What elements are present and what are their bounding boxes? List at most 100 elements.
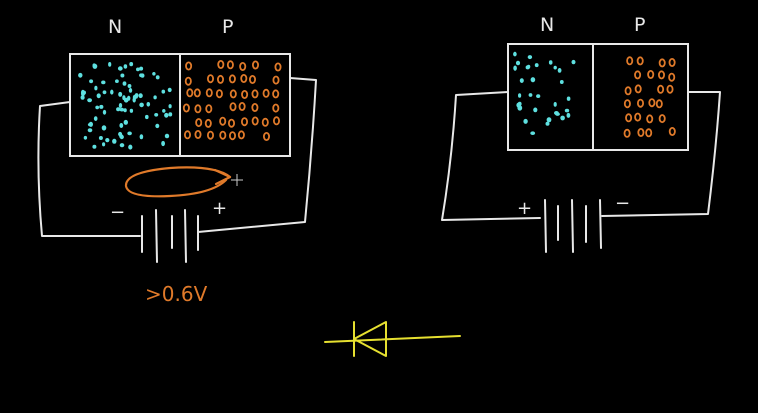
electron-dot — [102, 109, 107, 115]
hole-dot — [634, 112, 642, 122]
hole-dot — [658, 114, 666, 124]
electron-dot — [101, 80, 106, 85]
hole-dot — [185, 61, 193, 71]
hole-dot — [262, 131, 270, 141]
electron-dot — [146, 102, 151, 107]
left-p-label: P — [222, 16, 233, 38]
hole-dot — [229, 102, 237, 112]
electron-dot — [152, 72, 156, 76]
electron-dot — [128, 88, 133, 93]
hole-dot — [240, 117, 248, 127]
electron-dot — [119, 123, 124, 128]
hole-dot — [272, 89, 280, 99]
electron-dot — [168, 104, 172, 109]
hole-dot — [216, 74, 224, 84]
electron-dot — [95, 105, 100, 110]
electron-dot — [167, 87, 172, 93]
hole-dot — [668, 72, 676, 82]
hole-dot — [626, 56, 634, 66]
electron-dot — [110, 89, 114, 95]
electron-dot — [105, 138, 110, 143]
left-n-label: N — [108, 16, 122, 38]
electron-dot — [155, 123, 160, 129]
hole-dot — [228, 74, 236, 84]
hole-dot — [668, 127, 676, 137]
electron-dot — [553, 102, 557, 107]
hole-dot — [625, 113, 633, 123]
hole-dot — [238, 102, 246, 112]
hole-dot — [657, 84, 665, 94]
voltage-threshold-note: >0.6V — [145, 282, 208, 306]
hole-dot — [658, 58, 666, 68]
hole-dot — [272, 75, 280, 85]
electron-dot — [88, 121, 93, 127]
hole-dot — [636, 56, 644, 66]
electron-dot — [129, 62, 134, 67]
hole-dot — [219, 116, 227, 126]
electron-dot — [123, 64, 128, 69]
electron-dot — [161, 89, 166, 94]
hole-dot — [262, 88, 270, 98]
right-p-region-holes — [623, 56, 676, 138]
electron-dot — [566, 96, 571, 101]
hole-dot — [194, 129, 202, 139]
electron-dot — [119, 143, 125, 148]
electron-dot — [530, 131, 536, 135]
left-wire — [37, 77, 317, 237]
hole-dot — [204, 118, 212, 128]
hole-dot — [658, 70, 666, 80]
electron-dot — [545, 121, 550, 126]
hole-dot — [648, 98, 656, 108]
electron-dot — [80, 95, 85, 100]
electron-dot — [162, 109, 166, 113]
electron-dot — [127, 84, 132, 88]
electron-flow-loop — [124, 166, 232, 198]
electron-dot — [533, 107, 538, 113]
electron-dot — [81, 89, 85, 95]
electron-dot — [564, 108, 570, 113]
diode-symbol-icon — [324, 321, 461, 357]
hole-dot — [624, 86, 632, 96]
electron-dot — [78, 72, 83, 78]
electron-dot — [108, 62, 112, 67]
electron-dot — [145, 114, 149, 120]
hole-dot — [215, 89, 223, 99]
electron-dot — [139, 66, 144, 71]
hole-dot — [229, 89, 237, 99]
hole-dot — [182, 103, 190, 113]
electron-dot — [119, 107, 125, 112]
electron-dot — [115, 79, 119, 83]
right-circuit: N P + − — [441, 14, 721, 253]
right-wire — [441, 91, 721, 221]
hole-dot — [272, 116, 280, 126]
electron-dot — [513, 51, 517, 57]
electron-dot — [526, 64, 531, 69]
electron-dot — [555, 112, 560, 116]
electron-dot — [98, 136, 103, 140]
hole-dot — [241, 90, 249, 100]
electron-dot — [571, 59, 576, 65]
left-p-region-holes — [182, 60, 282, 141]
hole-dot — [251, 116, 259, 126]
electron-dot — [128, 144, 133, 150]
electron-dot — [139, 102, 144, 108]
electron-dot — [89, 79, 94, 84]
electron-dot — [118, 103, 123, 108]
electron-dot — [527, 55, 533, 60]
electron-dot — [515, 60, 521, 66]
electron-dot — [546, 117, 552, 123]
electron-dot — [127, 131, 132, 136]
electron-dot — [116, 107, 121, 112]
electron-dot — [518, 93, 522, 98]
electron-dot — [118, 91, 123, 97]
right-n-label: N — [540, 14, 554, 36]
electron-dot — [560, 115, 565, 121]
hole-dot — [248, 75, 256, 85]
hole-dot — [228, 131, 236, 141]
hole-dot — [637, 127, 645, 137]
hole-dot — [666, 84, 674, 94]
hole-dot — [194, 104, 202, 114]
electron-dot — [122, 81, 127, 86]
hole-dot — [261, 117, 269, 127]
hole-dot — [645, 128, 653, 138]
